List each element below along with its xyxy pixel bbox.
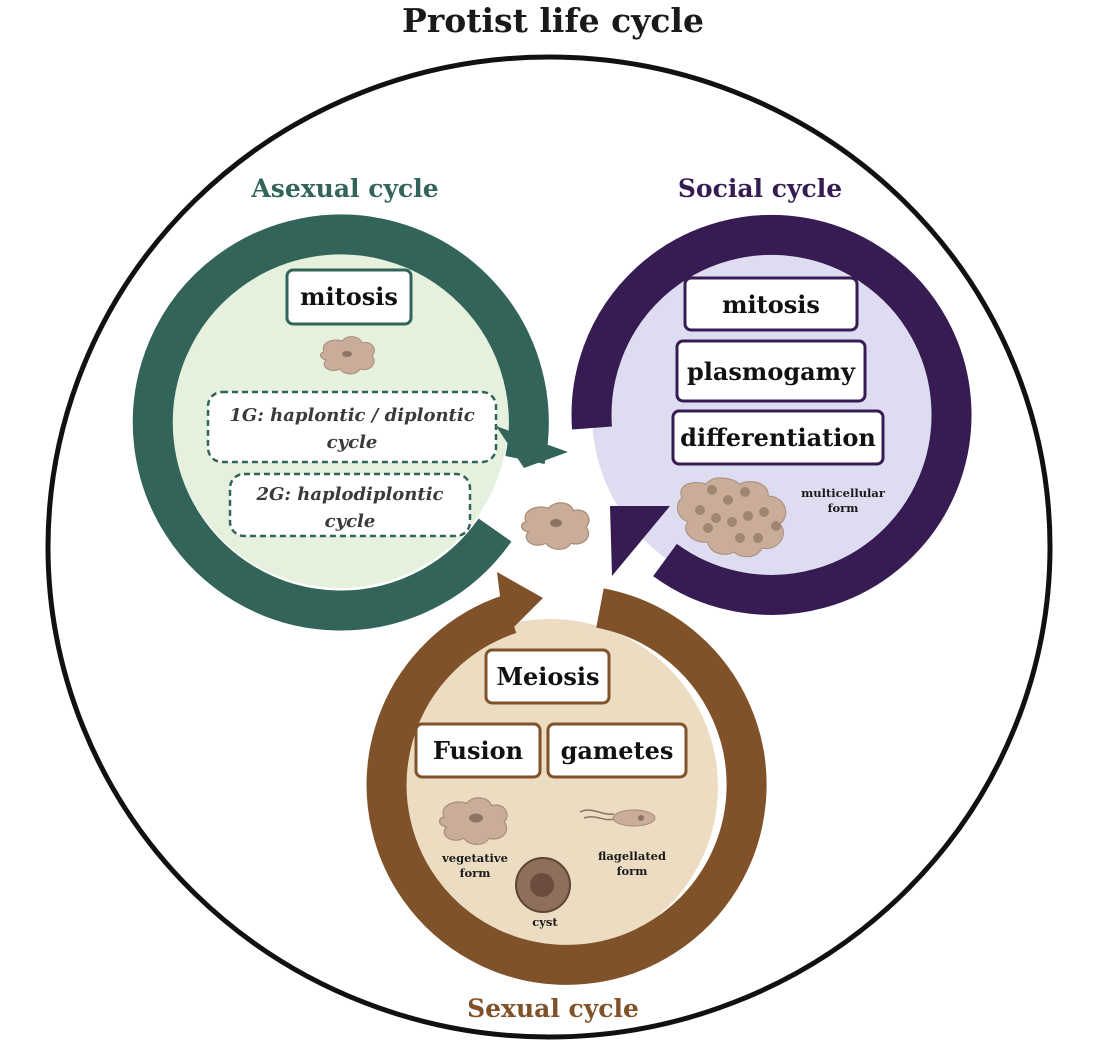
asexual-mitosis-box bbox=[285, 268, 413, 326]
flagellated-cell-icon bbox=[612, 809, 656, 827]
meiosis-box bbox=[484, 648, 611, 705]
meiosis-label: Meiosis bbox=[496, 662, 599, 691]
fusion-box bbox=[414, 722, 542, 779]
multicellular-cell bbox=[707, 485, 717, 495]
asexual-cycle-label: Asexual cycle bbox=[250, 174, 438, 203]
asexual-arrow-head bbox=[496, 426, 568, 468]
social-mitosis-label: mitosis bbox=[722, 290, 820, 319]
asexual-mitosis-label: mitosis bbox=[300, 282, 398, 311]
multicellular-cell bbox=[695, 505, 705, 515]
haplontic-diplontic-line2: cycle bbox=[327, 432, 378, 453]
asexual-cycle: Asexual cycle mitosis 1G: haplontic / di… bbox=[132, 174, 568, 631]
social-cycle-label: Social cycle bbox=[678, 174, 842, 203]
central-cell-nucleus bbox=[550, 519, 562, 527]
multicellular-cell bbox=[771, 521, 781, 531]
flagellated-form-label-line1: flagellated bbox=[598, 849, 666, 863]
multicellular-cell bbox=[723, 495, 733, 505]
multicellular-cell bbox=[711, 513, 721, 523]
multicellular-cell bbox=[740, 487, 750, 497]
sexual-cycle-label: Sexual cycle bbox=[467, 994, 639, 1023]
multicellular-form-label-line2: form bbox=[828, 501, 859, 515]
multicellular-cell bbox=[727, 517, 737, 527]
sexual-cycle: Sexual cycle Meiosis Fusion gametes vege… bbox=[366, 572, 767, 1023]
social-mitosis-box bbox=[683, 276, 859, 332]
gametes-label: gametes bbox=[561, 736, 674, 765]
haplodiplontic-line2: cycle bbox=[325, 511, 376, 532]
haplodiplontic-box bbox=[228, 472, 472, 538]
flagella-icon bbox=[579, 809, 615, 821]
flagellated-cell-nucleus bbox=[638, 815, 644, 821]
flagellated-form-label-line2: form bbox=[617, 864, 648, 878]
plasmogamy-label: plasmogamy bbox=[687, 357, 856, 386]
vegetative-form-label-line1: vegetative bbox=[441, 851, 508, 865]
multicellular-cell bbox=[759, 507, 769, 517]
cyst-core bbox=[530, 873, 554, 897]
social-cycle: Social cycle mitosis plasmogamy differen… bbox=[571, 174, 972, 615]
gametes-box bbox=[546, 722, 688, 779]
outer-circle bbox=[45, 54, 1053, 1040]
multicellular-cell bbox=[703, 523, 713, 533]
multicellular-form-label-line1: multicellular bbox=[801, 486, 886, 500]
haplontic-diplontic-box bbox=[206, 390, 498, 464]
differentiation-box bbox=[671, 409, 885, 466]
cyst-label: cyst bbox=[532, 915, 558, 929]
sexual-cycle-arrow-ring bbox=[366, 588, 767, 985]
multicellular-cell bbox=[753, 533, 763, 543]
diagram-title: Protist life cycle bbox=[402, 1, 704, 40]
multicellular-form-icon bbox=[677, 477, 787, 558]
haplodiplontic-line1: 2G: haplodiplontic bbox=[255, 484, 443, 505]
multicellular-cell bbox=[743, 511, 753, 521]
sexual-arrow-head bbox=[497, 572, 543, 636]
fusion-label: Fusion bbox=[433, 736, 523, 765]
sexual-cycle-fill bbox=[382, 619, 718, 955]
social-cycle-arrow-ring bbox=[571, 214, 972, 615]
haplontic-diplontic-line1: 1G: haplontic / diplontic bbox=[229, 405, 474, 426]
vegetative-form-label-line2: form bbox=[460, 866, 491, 880]
asexual-cycle-arrow-ring bbox=[132, 214, 549, 631]
social-arrow-head bbox=[610, 506, 670, 576]
multicellular-cell bbox=[735, 533, 745, 543]
asexual-cell-nucleus bbox=[342, 351, 352, 357]
differentiation-label: differentiation bbox=[680, 423, 876, 452]
vegetative-cell-nucleus bbox=[469, 813, 483, 823]
plasmogamy-box bbox=[675, 339, 867, 403]
